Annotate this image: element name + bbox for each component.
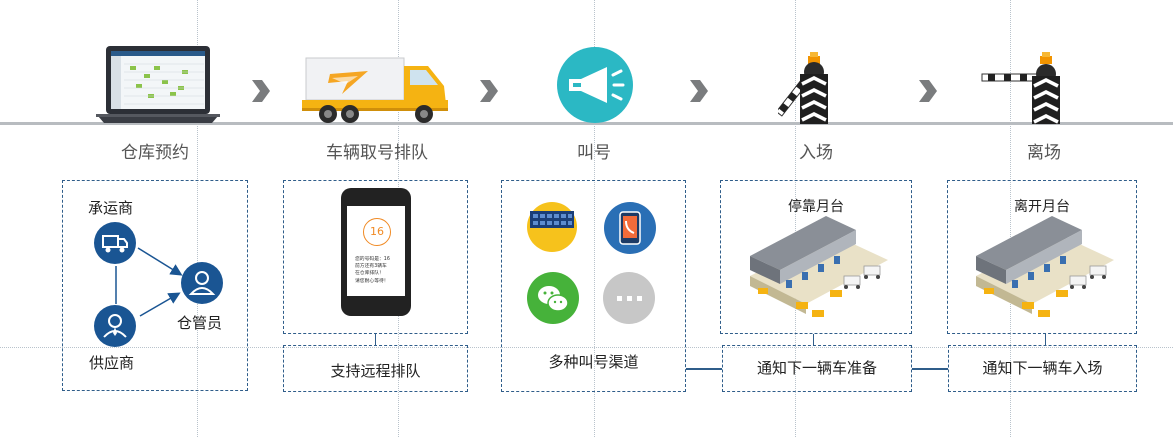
- chevron-right-icon: [480, 80, 498, 102]
- chevron-right-icon: [252, 80, 270, 102]
- laptop-icon: [96, 46, 220, 123]
- step-label-entry: 入场: [799, 143, 833, 163]
- connector: [686, 368, 722, 370]
- step-label-reservation: 仓库预约: [121, 143, 189, 163]
- more-options-icon: [603, 272, 655, 324]
- display-screen-icon: [527, 202, 577, 252]
- entry-caption-box: [722, 345, 912, 392]
- calling-caption: 多种叫号渠道: [548, 353, 639, 371]
- queue-box: [283, 180, 468, 334]
- connector: [912, 368, 948, 370]
- connector: [375, 334, 376, 345]
- connector: [1045, 334, 1046, 345]
- entry-title: 停靠月台: [788, 199, 844, 215]
- megaphone-icon: [557, 47, 633, 123]
- keeper-label: 仓管员: [177, 314, 223, 332]
- queue-number-badge: 16: [363, 218, 391, 246]
- barrier-gate-open-icon: [778, 52, 828, 124]
- phone-screen: 16 您的号码是：16 前方还有3辆车 在仓库排队！ 请您耐心等待！: [347, 206, 405, 296]
- exit-caption-box: [948, 345, 1137, 392]
- queue-message: 您的号码是：16 前方还有3辆车 在仓库排队！ 请您耐心等待！: [355, 257, 390, 284]
- supplier-label: 供应商: [89, 354, 135, 372]
- barrier-gate-closed-icon: [981, 52, 1060, 124]
- phone-icon: 16 您的号码是：16 前方还有3辆车 在仓库排队！ 请您耐心等待！: [341, 188, 411, 316]
- supplier-role-icon: [94, 305, 136, 347]
- guide-line: [1010, 0, 1011, 437]
- chevron-right-icon: [690, 80, 708, 102]
- wechat-icon: [527, 272, 579, 324]
- chevron-right-icon: [919, 80, 937, 102]
- truck-icon: [302, 57, 448, 123]
- carrier-label: 承运商: [88, 199, 134, 217]
- warehouse-dock-icon: [976, 216, 1114, 317]
- calling-box: [501, 180, 686, 392]
- step-label-exit: 离场: [1027, 143, 1061, 163]
- keeper-role-icon: [181, 262, 223, 304]
- entry-box: [720, 180, 912, 334]
- guide-line: [0, 347, 1173, 348]
- truck-role-icon: [94, 222, 136, 264]
- mobile-call-icon: [604, 202, 656, 254]
- reservation-box: [62, 180, 248, 391]
- guide-line: [795, 0, 796, 437]
- connector: [813, 334, 814, 345]
- entry-caption: 通知下一辆车准备: [756, 359, 877, 377]
- process-divider: [0, 122, 1173, 125]
- step-label-calling: 叫号: [577, 143, 611, 163]
- step-label-queue: 车辆取号排队: [326, 143, 428, 163]
- exit-title: 离开月台: [1014, 199, 1070, 215]
- exit-caption: 通知下一辆车入场: [982, 359, 1103, 377]
- guide-line: [197, 0, 198, 437]
- queue-caption: 支持远程排队: [330, 362, 421, 380]
- guide-line: [594, 0, 595, 437]
- queue-caption-box: [283, 345, 468, 392]
- role-connectors: [115, 247, 183, 317]
- warehouse-dock-icon: [750, 216, 888, 317]
- exit-box: [947, 180, 1137, 334]
